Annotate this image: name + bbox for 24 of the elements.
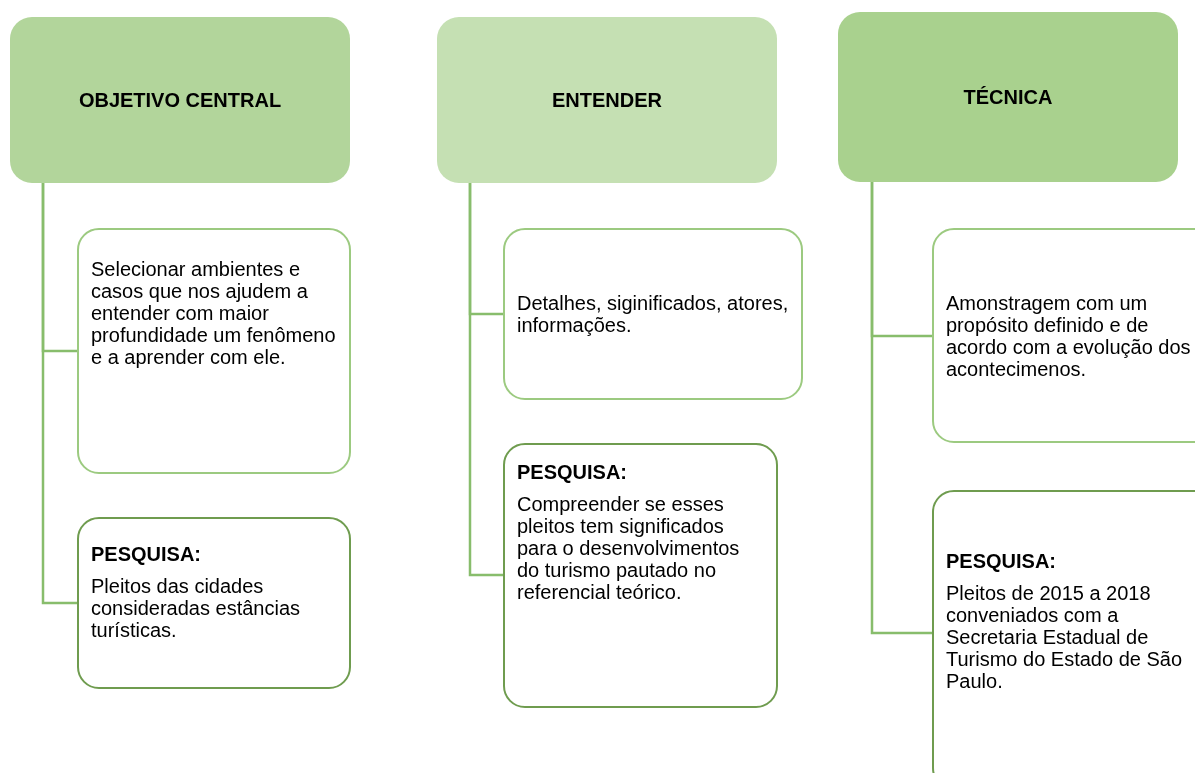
heading-text: TÉCNICA [963, 85, 1053, 109]
box-heading: PESQUISA: [91, 543, 203, 565]
box-text: Pleitos das cidades consideradas estâncias turísticas. [91, 575, 301, 641]
box-text: Amonstragem com um propósito definido e de acordo com a evolução dos acontecimenos. [946, 291, 1192, 380]
connector-line [870, 182, 932, 635]
heading-text: OBJETIVO CENTRAL [78, 88, 282, 112]
content-box [503, 228, 803, 400]
heading-box [10, 17, 350, 183]
box-heading: PESQUISA: [946, 550, 1058, 572]
heading-text: ENTENDER [552, 88, 662, 112]
content-box [932, 228, 1195, 443]
box-text: Detalhes, siginificados, atores, informações. [517, 292, 789, 336]
box-text: Selecionar ambientes e casos que nos ajudem a entender com maior profundidade um fenômeno e a aprender com ele. [91, 258, 337, 368]
content-box [77, 228, 351, 474]
heading-box [838, 12, 1178, 182]
content-box [77, 517, 351, 689]
connector-line [41, 183, 77, 605]
box-heading: PESQUISA: [517, 461, 629, 483]
content-box [932, 490, 1195, 773]
heading-box [437, 17, 777, 183]
box-text: Compreender se esses pleitos tem significados para o desenvolvimentos do turismo pautado no referencial teórico. [517, 493, 741, 603]
box-text: Pleitos de 2015 a 2018 conveniados com a Secretaria Estadual de Turismo do Estado de São Paulo. [946, 582, 1184, 692]
content-box [503, 443, 778, 708]
connector-line [468, 183, 503, 577]
